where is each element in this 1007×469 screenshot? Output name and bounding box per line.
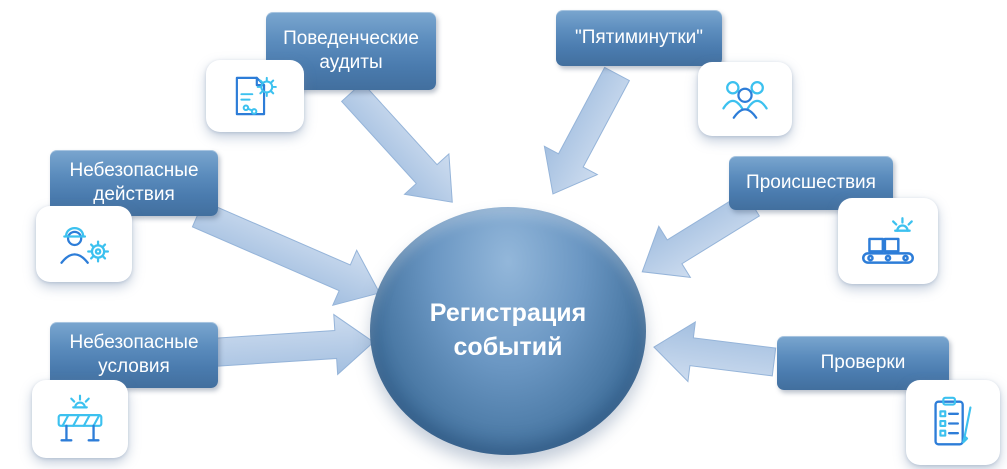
node-label-five-minute-meetings: "Пятиминутки" xyxy=(574,26,704,48)
node-five-minute-meetings: "Пятиминутки" xyxy=(556,10,722,66)
node-unsafe-conditions: Небезопасные условия xyxy=(50,322,218,388)
arrow-unsafe-actions xyxy=(191,200,381,307)
barrier-icon-card xyxy=(32,380,128,458)
node-label-unsafe-actions: Небезопасные действия xyxy=(69,159,199,205)
node-unsafe-actions: Небезопасные действия xyxy=(50,150,218,216)
clipboard-pen-icon xyxy=(934,396,972,445)
node-label-behavioral-audits: Поведенческие аудиты xyxy=(283,27,419,73)
center-label: Регистрация событий xyxy=(429,299,587,361)
arrow-five-minute-meetings xyxy=(543,66,631,195)
center-ellipse: Регистрация событий xyxy=(370,207,646,455)
node-label-unsafe-conditions: Небезопасные условия xyxy=(69,331,199,377)
arrow-inspections xyxy=(653,321,777,383)
worker-gear-icon xyxy=(60,227,110,264)
node-label-incidents: Происшествия xyxy=(746,171,876,193)
conveyor-alert-icon xyxy=(862,217,914,264)
people-icon-card xyxy=(698,62,792,136)
document-gear-icon xyxy=(235,76,277,116)
arrow-unsafe-conditions xyxy=(202,313,375,376)
barrier-icon xyxy=(57,394,103,442)
arrow-behavioral-audits xyxy=(340,81,453,203)
conveyor-alert-icon-card xyxy=(838,198,938,284)
clipboard-pen-icon-card xyxy=(906,380,1000,465)
node-label-inspections: Проверки xyxy=(820,351,906,373)
document-gear-icon-card xyxy=(206,60,304,132)
worker-gear-icon-card xyxy=(36,206,132,282)
people-icon xyxy=(722,81,768,119)
